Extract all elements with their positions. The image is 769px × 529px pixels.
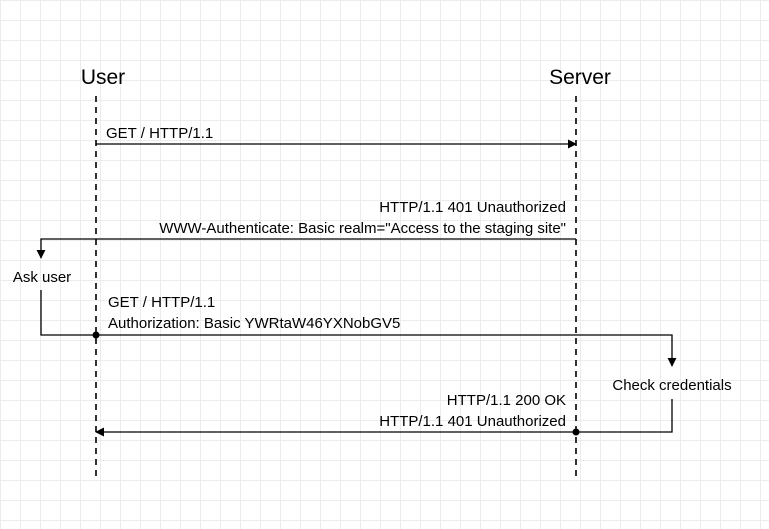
ask-user-label: Ask user: [13, 269, 71, 286]
actor-server-label: Server: [549, 66, 611, 89]
response1-header-label: WWW-Authenticate: Basic realm="Access to…: [159, 220, 566, 237]
response2-ok-label: HTTP/1.1 200 OK: [447, 392, 566, 409]
request2-header-label: Authorization: Basic YWRtaW46YXNobGV5: [108, 315, 400, 332]
response2-arrow: [95, 399, 673, 437]
response2-junction-dot: [572, 428, 580, 436]
check-credentials-label: Check credentials: [612, 377, 731, 394]
response2-unauth-label: HTTP/1.1 401 Unauthorized: [379, 413, 566, 430]
request2-line-label: GET / HTTP/1.1: [108, 294, 215, 311]
response1-arrow: [36, 238, 576, 259]
request2-arrow: [40, 290, 677, 367]
request2-junction-dot: [92, 331, 100, 339]
actor-user-label: User: [81, 66, 125, 89]
response1-status-label: HTTP/1.1 401 Unauthorized: [379, 199, 566, 216]
request1-label: GET / HTTP/1.1: [106, 125, 213, 142]
